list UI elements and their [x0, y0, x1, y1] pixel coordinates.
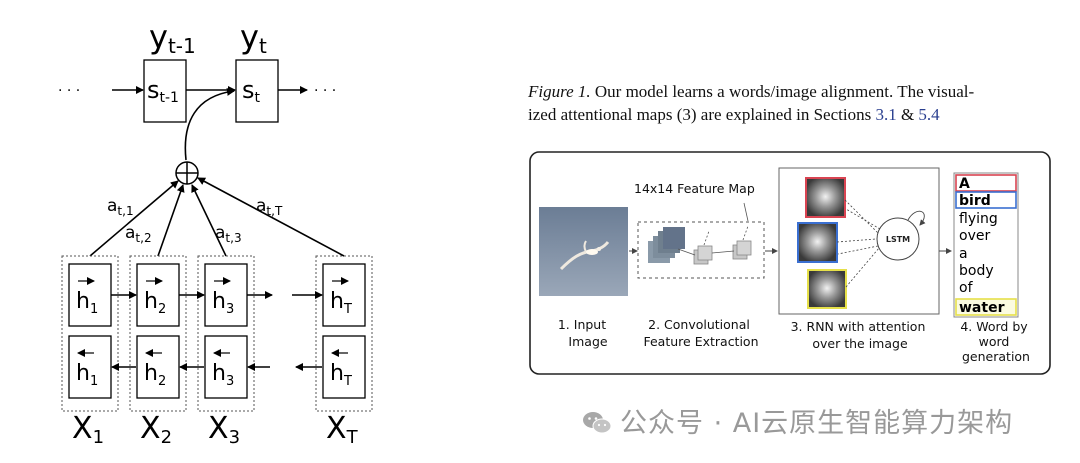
svg-text:h2: h2: [144, 361, 166, 389]
word-6: body: [959, 263, 994, 279]
attn-arrow-2: [157, 184, 185, 257]
lstm-label: LSTM: [886, 235, 910, 244]
step-2-label: 2. Convolutional Feature Extraction: [643, 317, 758, 349]
ellipsis-right: · · ·: [314, 83, 336, 99]
svg-text:st-1: st-1: [147, 76, 179, 106]
decoder-state-prev: st-1: [143, 59, 187, 123]
word-3: flying: [959, 211, 998, 227]
forward-state-3: h3: [212, 277, 234, 317]
feature-extraction-box: [637, 221, 765, 279]
backward-state-1: h1: [76, 349, 98, 389]
ellipsis-left: · · ·: [58, 83, 80, 99]
word-7: of: [959, 280, 974, 296]
encoder-column-T: [315, 255, 373, 412]
input-image: [539, 207, 628, 296]
output-y-prev: yt-1: [149, 18, 196, 58]
encoder-column-1: [61, 255, 119, 412]
weight-label-T: at,T: [256, 196, 283, 218]
section-ref-3-1[interactable]: 3.1: [875, 105, 897, 124]
input-x-2: X2: [140, 411, 172, 448]
watermark: 公众号 · AI云原生智能算力架构: [582, 401, 1013, 440]
word-5: a: [959, 246, 968, 262]
encoder-column-3: [197, 255, 255, 412]
generated-words-box: [953, 172, 1019, 318]
svg-text:h1: h1: [76, 289, 98, 317]
attn-arrow-3: [191, 184, 227, 257]
figure-label: Figure 1.: [528, 82, 591, 101]
svg-text:hT: hT: [330, 361, 352, 389]
caption-text-1: Our model learns a words/image alignment…: [590, 82, 975, 101]
figure-caption: Figure 1. Our model learns a words/image…: [528, 80, 1058, 126]
output-y-curr: yt: [240, 18, 267, 58]
forward-state-2: h2: [144, 277, 166, 317]
svg-text:st: st: [242, 76, 261, 106]
attention-rnn-diagram: yt-1 yt st-1 st · · · · · · at,1 at,2 at…: [58, 18, 373, 448]
decoder-state-curr: st: [235, 59, 279, 123]
caption-text-2: ized attentional maps (3) are explained …: [528, 105, 876, 124]
wechat-icon: [582, 411, 612, 435]
weight-label-3: at,3: [215, 223, 242, 245]
pipeline-figure: 14x14 Feature Map LSTM A bird flying ove…: [529, 151, 1051, 375]
step-4-label: 4. Word by word generation: [960, 319, 1031, 364]
context-arrow: [184, 87, 235, 161]
input-x-1: X1: [72, 411, 104, 448]
section-ref-5-4[interactable]: 5.4: [918, 105, 940, 124]
input-x-3: X3: [208, 411, 240, 448]
encoder-column-2: [129, 255, 187, 412]
attn-arrow-1: [89, 180, 179, 257]
word-1: A: [959, 176, 970, 192]
forward-state-T: hT: [330, 277, 352, 317]
step-3-label: 3. RNN with attention over the image: [791, 319, 930, 351]
word-2: bird: [959, 193, 991, 209]
forward-state-1: h1: [76, 277, 98, 317]
feature-map-title: 14x14 Feature Map: [634, 181, 755, 196]
svg-text:h3: h3: [212, 289, 234, 317]
step-1-label: 1. Input Image: [558, 317, 610, 349]
sum-node: [175, 161, 199, 185]
caption-conjunction: &: [896, 105, 919, 124]
weight-label-1: at,1: [107, 196, 134, 218]
backward-state-3: h3: [212, 349, 234, 389]
word-8: water: [959, 300, 1005, 316]
svg-text:hT: hT: [330, 289, 352, 317]
feature-map-pointer: [743, 202, 749, 222]
backward-state-2: h2: [144, 349, 166, 389]
backward-state-T: hT: [330, 349, 352, 389]
svg-text:h3: h3: [212, 361, 234, 389]
rnn-attention-box: [778, 167, 940, 315]
svg-text:h2: h2: [144, 289, 166, 317]
watermark-text: 公众号 · AI云原生智能算力架构: [620, 408, 1014, 439]
input-x-T: XT: [326, 411, 359, 448]
weight-label-2: at,2: [125, 223, 152, 245]
word-4: over: [959, 228, 990, 244]
attn-arrow-T: [197, 177, 345, 257]
svg-text:h1: h1: [76, 361, 98, 389]
